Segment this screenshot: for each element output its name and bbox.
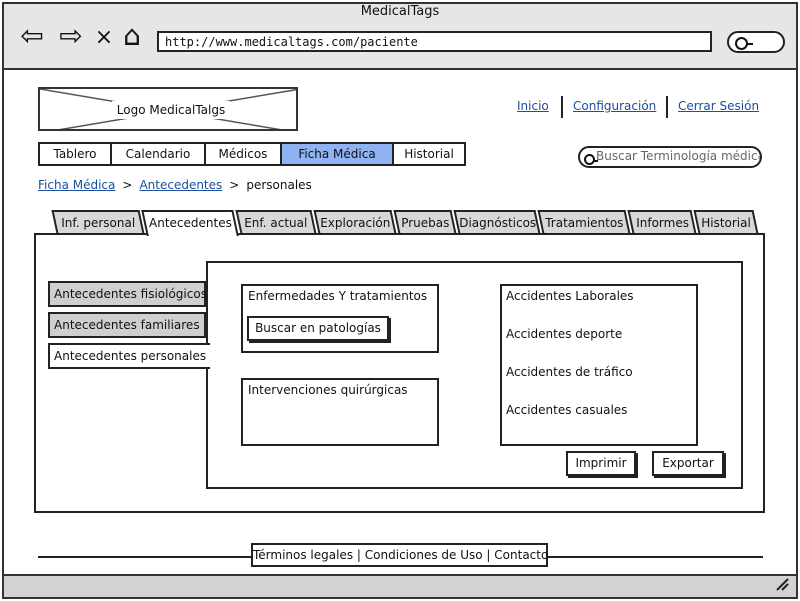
tab-enf-actual[interactable]: Enf. actual: [235, 210, 317, 234]
url-input[interactable]: http://www.medicaltags.com/paciente: [157, 31, 712, 52]
browser-statusbar: [4, 574, 796, 597]
link-separator: [666, 96, 668, 118]
forward-arrow-icon[interactable]: ⇨: [59, 19, 83, 52]
link-separator: [561, 96, 563, 118]
breadcrumb-separator: >: [122, 178, 133, 192]
nav-item-calendario[interactable]: Calendario: [112, 144, 206, 164]
search-placeholder: Buscar Terminología médica: [596, 149, 762, 163]
footer-divider: [38, 556, 251, 558]
enfermedades-title: Enfermedades Y tratamientos: [248, 289, 428, 303]
tab-inf-personal[interactable]: Inf. personal: [51, 210, 145, 234]
accidentes-list: Accidentes Laborales Accidentes deporte …: [500, 284, 698, 446]
nav-item-ficha-medica[interactable]: Ficha Médica: [282, 144, 394, 164]
tab-exploracion[interactable]: Exploración: [313, 210, 397, 234]
logo-label: Logo MedicalTalgs: [112, 101, 230, 119]
link-inicio[interactable]: Inicio: [517, 99, 549, 113]
breadcrumb-ficha-medica[interactable]: Ficha Médica: [38, 178, 116, 192]
intervenciones-title: Intervenciones quirúrgicas: [248, 383, 408, 397]
search-icon: [584, 154, 598, 165]
breadcrumb-antecedentes[interactable]: Antecedentes: [139, 178, 223, 192]
breadcrumb-separator: >: [229, 178, 240, 192]
main-nav: Tablero Calendario Médicos Ficha Médica …: [38, 142, 466, 166]
list-item[interactable]: Accidentes Laborales: [506, 289, 634, 303]
nav-item-tablero[interactable]: Tablero: [40, 144, 112, 164]
footer-separator: |: [356, 548, 361, 562]
close-icon[interactable]: ×: [94, 25, 114, 50]
tab-tratamientos[interactable]: Tratamientos: [537, 210, 631, 234]
tab-informes[interactable]: Informes: [627, 210, 697, 234]
nav-item-medicos[interactable]: Médicos: [206, 144, 282, 164]
buscar-patologias-button[interactable]: Buscar en patologías: [247, 316, 389, 341]
breadcrumb-current: personales: [246, 178, 312, 192]
logo-placeholder: Logo MedicalTalgs: [38, 87, 298, 131]
imprimir-button[interactable]: Imprimir: [566, 451, 636, 476]
browser-search-button[interactable]: [727, 31, 785, 53]
footer-link-condiciones[interactable]: Condiciones de Uso: [364, 548, 483, 562]
list-item[interactable]: Accidentes de tráfico: [506, 365, 633, 379]
tab-diagnosticos[interactable]: Diagnósticos: [453, 210, 541, 234]
sidetab-personales[interactable]: Antecedentes personales: [48, 343, 210, 369]
search-icon: [735, 37, 753, 50]
resize-grip-lines: [776, 578, 789, 591]
footer-links: Términos legales | Condiciones de Uso | …: [251, 543, 548, 567]
footer-divider: [548, 556, 763, 558]
sidetab-familiares[interactable]: Antecedentes familiares: [48, 312, 206, 338]
nav-item-historial[interactable]: Historial: [404, 147, 454, 161]
list-item[interactable]: Accidentes deporte: [506, 327, 623, 341]
tab-pruebas[interactable]: Pruebas: [393, 210, 457, 234]
link-configuracion[interactable]: Configuración: [573, 99, 657, 113]
back-arrow-icon[interactable]: ⇦: [20, 19, 44, 52]
footer-link-terminos[interactable]: Términos legales: [253, 548, 354, 562]
home-icon[interactable]: ⌂: [123, 19, 141, 52]
sidetab-fisiologicos[interactable]: Antecedentes fisiológicos: [48, 281, 207, 307]
footer-link-contacto[interactable]: Contacto: [494, 548, 549, 562]
window-title: MedicalTags: [360, 4, 440, 19]
breadcrumb: Ficha Médica > Antecedentes > personales: [38, 178, 312, 192]
footer-separator: |: [486, 548, 491, 562]
link-cerrar-sesion[interactable]: Cerrar Sesión: [678, 99, 760, 113]
exportar-button[interactable]: Exportar: [652, 451, 724, 476]
terminology-search-input[interactable]: Buscar Terminología médica: [578, 146, 762, 168]
tab-historial[interactable]: Historial: [693, 210, 759, 234]
list-item[interactable]: Accidentes casuales: [506, 403, 628, 417]
tab-antecedentes[interactable]: Antecedentes: [141, 210, 239, 236]
resize-grip-icon[interactable]: [772, 577, 792, 595]
intervenciones-textarea[interactable]: Intervenciones quirúrgicas: [241, 378, 439, 446]
